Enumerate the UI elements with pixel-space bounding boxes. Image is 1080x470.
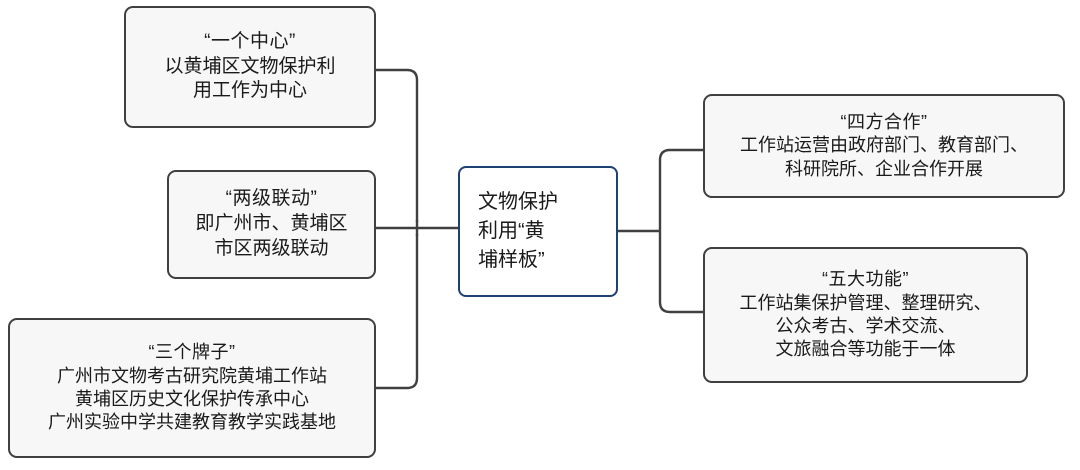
node-one-center[interactable]: “一个中心” 以黄埔区文物保护利 用工作为中心 [124, 6, 376, 128]
node-four-cooperation[interactable]: “四方合作” 工作站运营由政府部门、教育部门、 科研院所、企业合作开展 [703, 94, 1065, 198]
node-one-center-heading: “一个中心” [204, 30, 296, 52]
connector-left-top [376, 68, 419, 222]
connector-left-bottom [376, 234, 419, 390]
node-center-line-2: 利用“黄 [478, 220, 545, 242]
node-four-cooperation-heading: “四方合作” [840, 111, 928, 132]
node-center-topic[interactable]: 文物保护 利用“黄 埔样板” [458, 166, 618, 297]
node-four-cooperation-line-1: 工作站运营由政府部门、教育部门、 [740, 135, 1028, 156]
node-three-plaques-line-3: 广州实验中学共建教育教学实践基地 [48, 412, 336, 433]
node-three-plaques-heading: “三个牌子” [148, 342, 236, 363]
connector-right-top [658, 148, 703, 161]
node-one-center-line-2: 用工作为中心 [192, 80, 307, 102]
connector-right-bottom [658, 301, 703, 314]
node-two-level[interactable]: “两级联动” 即广州市、黄埔区 市区两级联动 [167, 170, 376, 279]
node-three-plaques-line-1: 广州市文物考古研究院黄埔工作站 [57, 365, 327, 386]
node-five-functions-line-3: 文旅融合等功能于一体 [775, 339, 956, 360]
node-two-level-heading: “两级联动” [225, 188, 318, 210]
node-center-line-3: 埔样板” [478, 249, 545, 271]
node-five-functions-line-1: 工作站集保护管理、整理研究、 [739, 292, 992, 313]
node-five-functions[interactable]: “五大功能” 工作站集保护管理、整理研究、 公众考古、学术交流、 文旅融合等功能… [703, 247, 1028, 383]
node-one-center-line-1: 以黄埔区文物保护利 [164, 55, 336, 77]
node-five-functions-heading: “五大功能” [822, 269, 909, 290]
node-three-plaques-line-2: 黄埔区历史文化保护传承中心 [75, 389, 309, 409]
node-five-functions-line-2: 公众考古、学术交流、 [775, 316, 956, 336]
node-two-level-line-2: 市区两级联动 [214, 237, 329, 259]
node-four-cooperation-line-2: 科研院所、企业合作开展 [785, 158, 983, 179]
node-center-line-1: 文物保护 [478, 191, 558, 213]
node-three-plaques[interactable]: “三个牌子” 广州市文物考古研究院黄埔工作站 黄埔区历史文化保护传承中心 广州实… [8, 318, 376, 458]
node-two-level-line-1: 即广州市、黄埔区 [195, 213, 348, 235]
